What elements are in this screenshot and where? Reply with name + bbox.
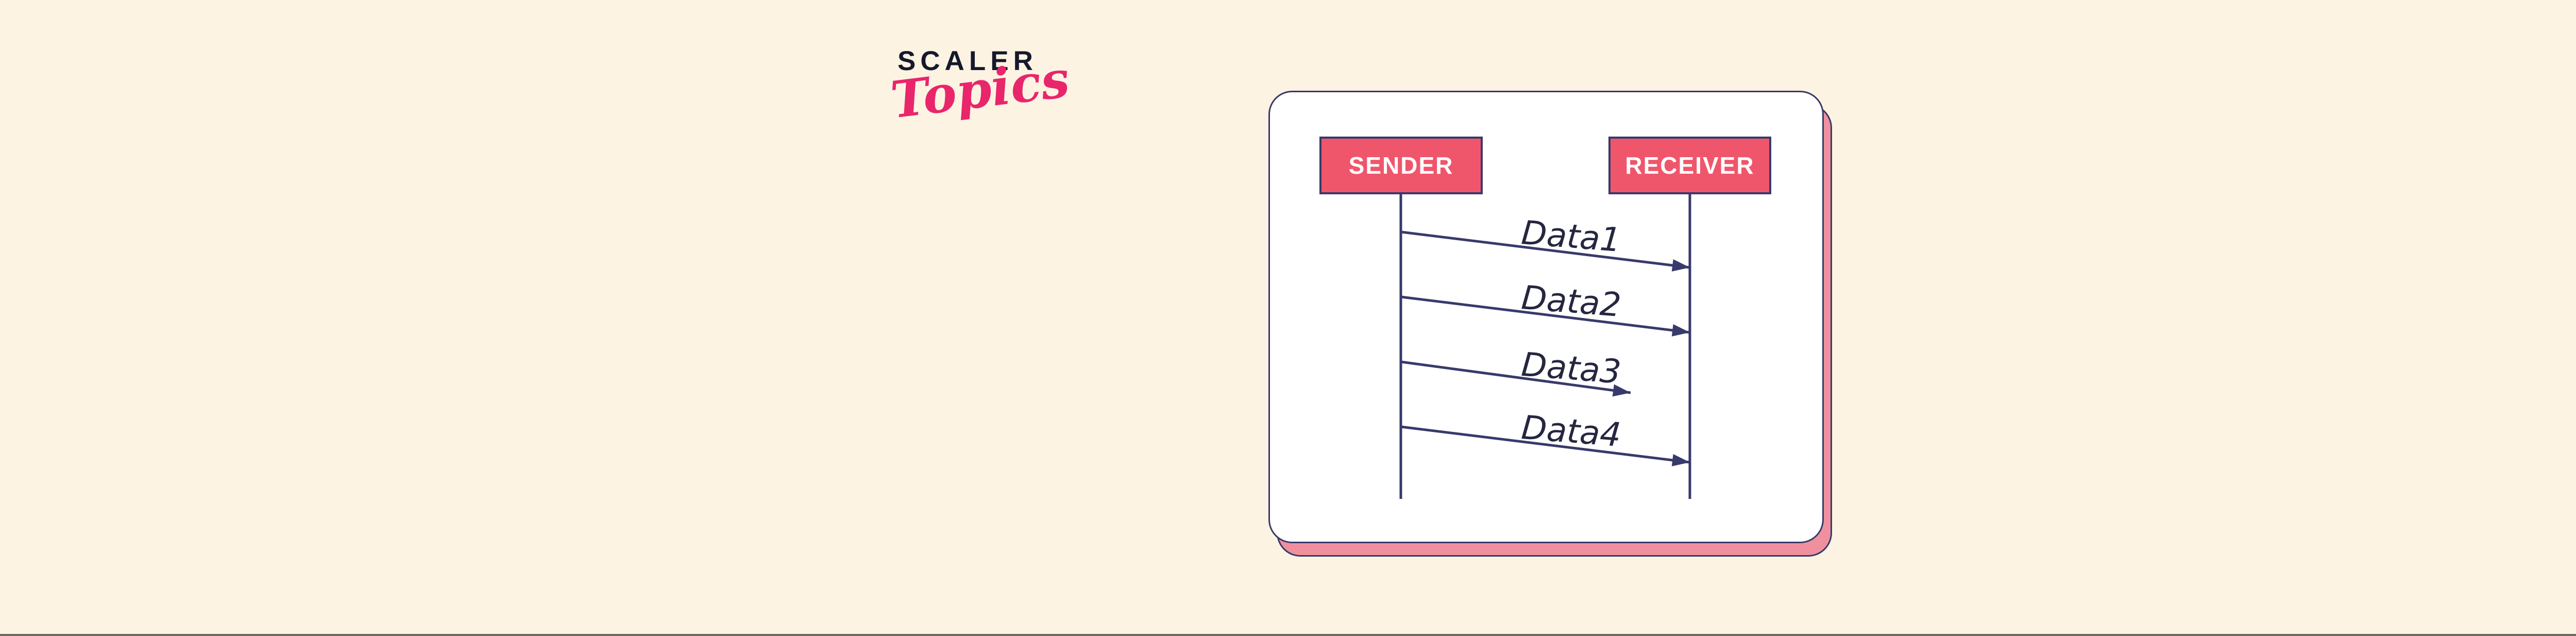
actor-box-receiver: RECEIVER	[1608, 137, 1771, 194]
message-label: Data1	[1520, 214, 1622, 260]
message-arrow-line	[1400, 425, 1690, 464]
scaler-topics-logo: SCALER Topics	[888, 46, 1073, 130]
message-arrowhead	[1671, 324, 1690, 337]
message-label: Data4	[1520, 409, 1622, 455]
message-arrow-line	[1400, 230, 1690, 269]
actor-box-sender: SENDER	[1319, 137, 1483, 194]
message-arrowhead	[1671, 259, 1690, 272]
actor-label-sender: SENDER	[1348, 152, 1454, 179]
message-arrow-line	[1400, 295, 1690, 334]
footer-rule	[0, 634, 2576, 636]
logo-brand-text: SCALER	[897, 46, 1038, 76]
actor-label-receiver: RECEIVER	[1625, 152, 1755, 179]
message-label: Data3	[1520, 346, 1622, 392]
message-arrow-line	[1400, 360, 1631, 394]
message-arrowhead	[1612, 384, 1631, 397]
message-arrowhead	[1671, 454, 1690, 466]
message-label: Data2	[1520, 279, 1622, 325]
